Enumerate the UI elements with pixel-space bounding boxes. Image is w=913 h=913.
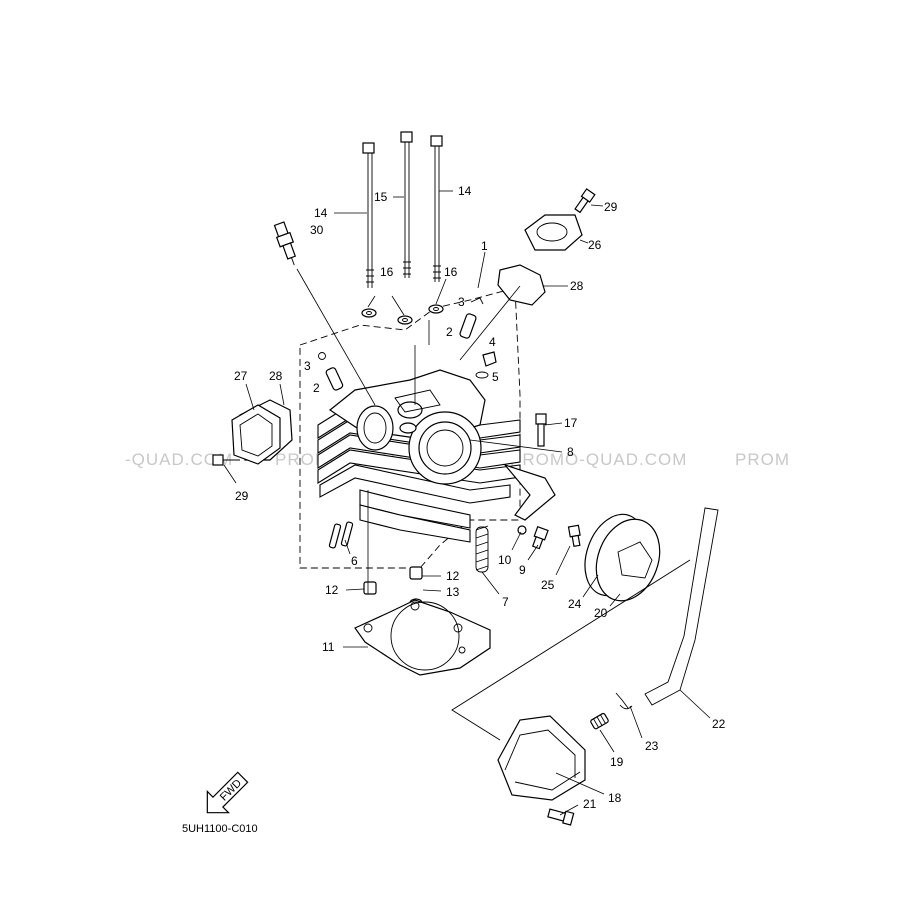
- bolt-head: [430, 135, 443, 147]
- connection-line: [451, 559, 691, 741]
- callout-20: 20: [594, 606, 608, 620]
- plug-10: [517, 525, 527, 535]
- spark-plug: [273, 221, 297, 266]
- callout-29: 29: [235, 489, 249, 503]
- callout-1: 1: [481, 239, 488, 253]
- callout-6: 6: [351, 554, 358, 568]
- watermark-text: PROM: [735, 450, 790, 469]
- head-assembly-outline: [299, 287, 521, 569]
- callout-28: 28: [269, 369, 283, 383]
- callout-2: 2: [313, 381, 320, 395]
- bolt-9: [531, 525, 549, 550]
- bolt-29-top: [574, 188, 596, 214]
- callout-17: 17: [564, 416, 578, 430]
- callout-18: 18: [608, 791, 622, 805]
- callout-14: 14: [458, 184, 472, 198]
- clip-23: [615, 692, 633, 710]
- valve-guide-right: [459, 313, 477, 339]
- callout-3: 3: [458, 295, 465, 309]
- cylinder-head: [317, 369, 521, 543]
- bolt-21: [547, 808, 575, 826]
- head-bolts: [362, 131, 443, 288]
- studs: [328, 521, 354, 549]
- callout-26: 26: [588, 238, 602, 252]
- dowel-pin: [363, 581, 377, 595]
- callout-13: 13: [446, 585, 460, 599]
- callout-16: 16: [444, 265, 458, 279]
- breather-hose: [644, 507, 719, 706]
- callout-14: 14: [314, 206, 328, 220]
- callout-12: 12: [446, 569, 460, 583]
- bolt-head: [362, 142, 375, 154]
- callout-22: 22: [712, 717, 726, 731]
- callout-19: 19: [610, 755, 624, 769]
- callout-27: 27: [234, 369, 248, 383]
- callout-28: 28: [570, 279, 584, 293]
- callout-4: 4: [489, 335, 496, 349]
- head-gasket: [354, 599, 491, 676]
- spring: [475, 525, 489, 573]
- bolt-17: [535, 413, 547, 447]
- callout-15: 15: [374, 190, 388, 204]
- diagram-code: 5UH1100-C010: [182, 823, 258, 835]
- nipple-19: [590, 712, 609, 730]
- callout-30: 30: [310, 223, 324, 237]
- callout-2: 2: [446, 325, 453, 339]
- callout-3: 3: [304, 359, 311, 373]
- fwd-arrow-icon: FWD: [206, 771, 249, 814]
- gasket-28: [497, 264, 546, 306]
- callout-11: 11: [322, 640, 335, 654]
- bolt-head: [400, 131, 413, 143]
- breather-fitting: [475, 351, 497, 379]
- cover-18: [497, 715, 586, 801]
- side-cover: [231, 399, 293, 465]
- callout-8: 8: [567, 445, 574, 459]
- dowel-pin: [409, 566, 423, 580]
- gasket-8: [503, 463, 556, 521]
- washers: [361, 304, 444, 325]
- callout-29: 29: [604, 200, 618, 214]
- callout-12: 12: [325, 583, 339, 597]
- callout-24: 24: [568, 597, 582, 611]
- callout-10: 10: [498, 553, 512, 567]
- callout-25: 25: [541, 578, 555, 592]
- watermark-text: -QUAD.COM: [125, 450, 233, 469]
- callout-21: 21: [583, 797, 597, 811]
- cap-26: [524, 214, 583, 251]
- bolt-29-left: [212, 454, 240, 466]
- clip-left: [318, 352, 326, 360]
- callout-23: 23: [645, 739, 659, 753]
- callouts: 1 2 2 3 3 4 5 6 7 8 9 10 11 12 12 13 14 …: [234, 184, 726, 811]
- clip-right: [470, 297, 484, 305]
- callout-5: 5: [492, 370, 499, 384]
- callout-7: 7: [502, 595, 509, 609]
- round-cover: [584, 513, 661, 602]
- bolt-25: [567, 524, 581, 548]
- valve-guide-left: [325, 367, 344, 391]
- callout-9: 9: [519, 563, 526, 577]
- callout-16: 16: [380, 265, 394, 279]
- leader-lines: [223, 190, 711, 816]
- watermark-text: PROMO-QUAD.COM: [510, 450, 687, 469]
